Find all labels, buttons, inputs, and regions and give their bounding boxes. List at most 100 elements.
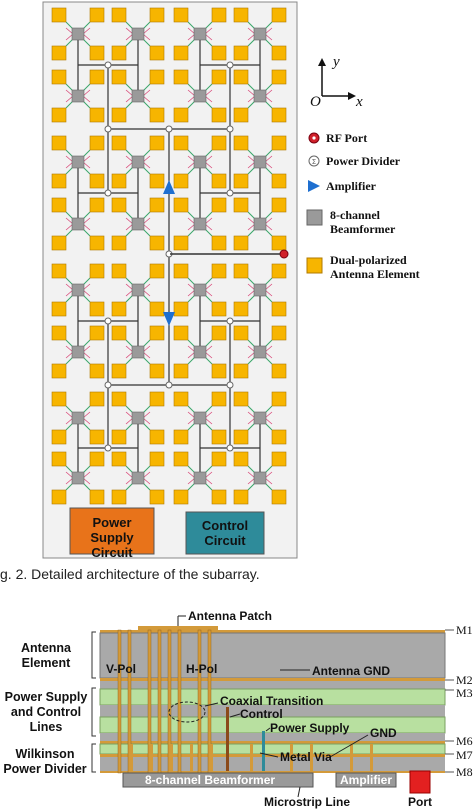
power-divider bbox=[226, 444, 234, 452]
antenna-element bbox=[233, 69, 249, 85]
antenna-element bbox=[89, 7, 105, 23]
antenna-element bbox=[173, 325, 189, 341]
beamformer bbox=[253, 89, 267, 103]
subarray-tile bbox=[51, 135, 105, 189]
antenna-element bbox=[233, 263, 249, 279]
antenna-element bbox=[271, 69, 287, 85]
antenna-element bbox=[51, 173, 67, 189]
antenna-element bbox=[173, 301, 189, 317]
antenna-element bbox=[271, 301, 287, 317]
feed-pin bbox=[177, 629, 182, 774]
antenna-element bbox=[149, 135, 165, 151]
beamformer bbox=[193, 217, 207, 231]
beamformer bbox=[253, 155, 267, 169]
amplifier-chip bbox=[335, 772, 397, 788]
legend-amplifier-label: Amplifier bbox=[326, 179, 376, 193]
antenna-element bbox=[111, 197, 127, 213]
antenna-element bbox=[233, 197, 249, 213]
power-divider bbox=[165, 125, 173, 133]
control-block bbox=[185, 511, 265, 555]
callout-coaxial: Coaxial Transition bbox=[220, 694, 324, 708]
antenna-element bbox=[51, 451, 67, 467]
power-supply-block bbox=[69, 507, 155, 555]
antenna-element bbox=[271, 429, 287, 445]
power-divider bbox=[165, 381, 173, 389]
antenna-patch bbox=[138, 626, 218, 630]
metal-via bbox=[130, 744, 133, 773]
antenna-element bbox=[211, 173, 227, 189]
subarray-tile bbox=[173, 197, 227, 251]
subarray-tile bbox=[51, 325, 105, 379]
antenna-element bbox=[271, 451, 287, 467]
callout-hpol: H-Pol bbox=[186, 662, 218, 676]
subarray-tile bbox=[111, 451, 165, 505]
antenna-element bbox=[51, 235, 67, 251]
subarray-tile bbox=[233, 135, 287, 189]
antenna-element bbox=[233, 489, 249, 505]
antenna-element bbox=[111, 363, 127, 379]
metal-via bbox=[210, 744, 213, 773]
antenna-element bbox=[271, 263, 287, 279]
subarray-tile bbox=[111, 7, 165, 61]
antenna-element bbox=[51, 363, 67, 379]
beamformer bbox=[71, 471, 85, 485]
antenna-tiles bbox=[51, 7, 287, 505]
antenna-element bbox=[111, 489, 127, 505]
power-divider bbox=[226, 381, 234, 389]
antenna-element bbox=[111, 107, 127, 123]
antenna-element bbox=[111, 391, 127, 407]
axis-x-label: x bbox=[356, 94, 363, 110]
antenna-element bbox=[173, 363, 189, 379]
callout-vpol: V-Pol bbox=[106, 662, 137, 676]
antenna-element bbox=[173, 235, 189, 251]
antenna-element bbox=[149, 45, 165, 61]
antenna-element bbox=[173, 451, 189, 467]
beamformer bbox=[131, 345, 145, 359]
antenna-element bbox=[233, 325, 249, 341]
subarray-tile bbox=[111, 135, 165, 189]
antenna-element bbox=[173, 429, 189, 445]
subarray-tile bbox=[51, 197, 105, 251]
antenna-element bbox=[271, 135, 287, 151]
antenna-element bbox=[173, 173, 189, 189]
legend-rf-port-label: RF Port bbox=[326, 131, 368, 145]
power-supply-via bbox=[262, 731, 265, 771]
subarray-tile bbox=[51, 391, 105, 445]
antenna-element bbox=[111, 135, 127, 151]
antenna-element bbox=[149, 489, 165, 505]
beamformer bbox=[131, 217, 145, 231]
antenna-element bbox=[271, 197, 287, 213]
antenna-element bbox=[271, 391, 287, 407]
antenna-element bbox=[89, 325, 105, 341]
amplifier-down bbox=[163, 312, 175, 326]
antenna-element bbox=[149, 263, 165, 279]
feed-pin bbox=[197, 629, 202, 774]
antenna-element bbox=[211, 197, 227, 213]
antenna-element bbox=[51, 391, 67, 407]
subarray-tile bbox=[111, 391, 165, 445]
callout-amplifier: Amplifier bbox=[340, 773, 393, 787]
port-connector bbox=[409, 770, 431, 794]
antenna-element bbox=[149, 173, 165, 189]
subarray-tile bbox=[173, 451, 227, 505]
subarray-tile bbox=[51, 451, 105, 505]
antenna-element bbox=[149, 429, 165, 445]
axis-y-label: y bbox=[333, 54, 340, 70]
antenna-element bbox=[173, 69, 189, 85]
beamformer bbox=[71, 89, 85, 103]
callout-metal-via: Metal Via bbox=[280, 750, 332, 764]
legend-power-divider-icon bbox=[308, 155, 320, 167]
subarray-tile bbox=[173, 391, 227, 445]
legend-beamformer-icon bbox=[306, 209, 323, 226]
beamformer bbox=[71, 283, 85, 297]
subarray-tile bbox=[51, 263, 105, 317]
metal-via bbox=[170, 744, 173, 773]
beamformer bbox=[253, 345, 267, 359]
metal-via bbox=[150, 744, 153, 773]
antenna-element bbox=[233, 429, 249, 445]
antenna-substrate bbox=[99, 632, 446, 679]
power-divider bbox=[226, 125, 234, 133]
legend-rf-port-dot bbox=[312, 136, 316, 140]
antenna-element bbox=[89, 107, 105, 123]
antenna-element bbox=[173, 197, 189, 213]
